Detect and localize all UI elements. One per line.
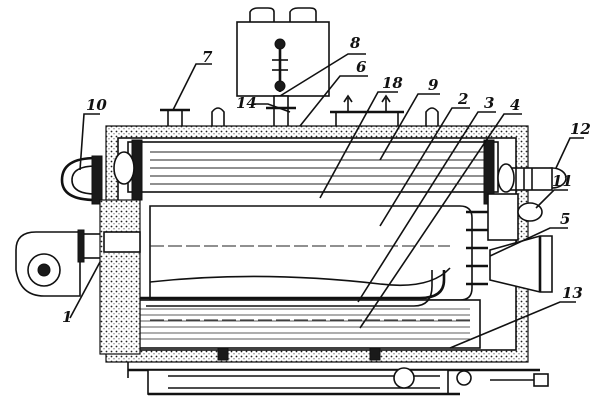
right-coil [497, 163, 567, 222]
label-13: 13 [562, 284, 583, 302]
controller-box [236, 7, 330, 97]
label-8: 8 [350, 34, 361, 52]
furnace-chamber [149, 205, 473, 301]
label-1: 1 [62, 308, 72, 326]
label-14: 14 [236, 94, 257, 112]
label-9: 9 [428, 76, 439, 94]
label-10: 10 [86, 96, 107, 114]
label-6: 6 [356, 58, 367, 76]
label-3: 3 [484, 94, 494, 112]
label-5: 5 [560, 210, 570, 228]
flue-outlet [489, 235, 553, 293]
label-7: 7 [202, 48, 213, 66]
label-11: 11 [552, 172, 573, 190]
boiler-base [127, 347, 549, 396]
label-12: 12 [570, 120, 591, 138]
left-coil [60, 151, 135, 205]
burner-assembly [15, 199, 141, 355]
leader-lines [69, 53, 584, 349]
lower-tube-bundle [127, 270, 481, 349]
right-header [466, 193, 519, 286]
callout-labels: 7 8 6 18 9 2 3 4 14 10 12 11 5 13 1 [62, 34, 591, 326]
upper-drum-tubes [127, 139, 499, 205]
label-18: 18 [382, 74, 403, 92]
label-4: 4 [510, 96, 520, 114]
label-2: 2 [457, 90, 468, 108]
